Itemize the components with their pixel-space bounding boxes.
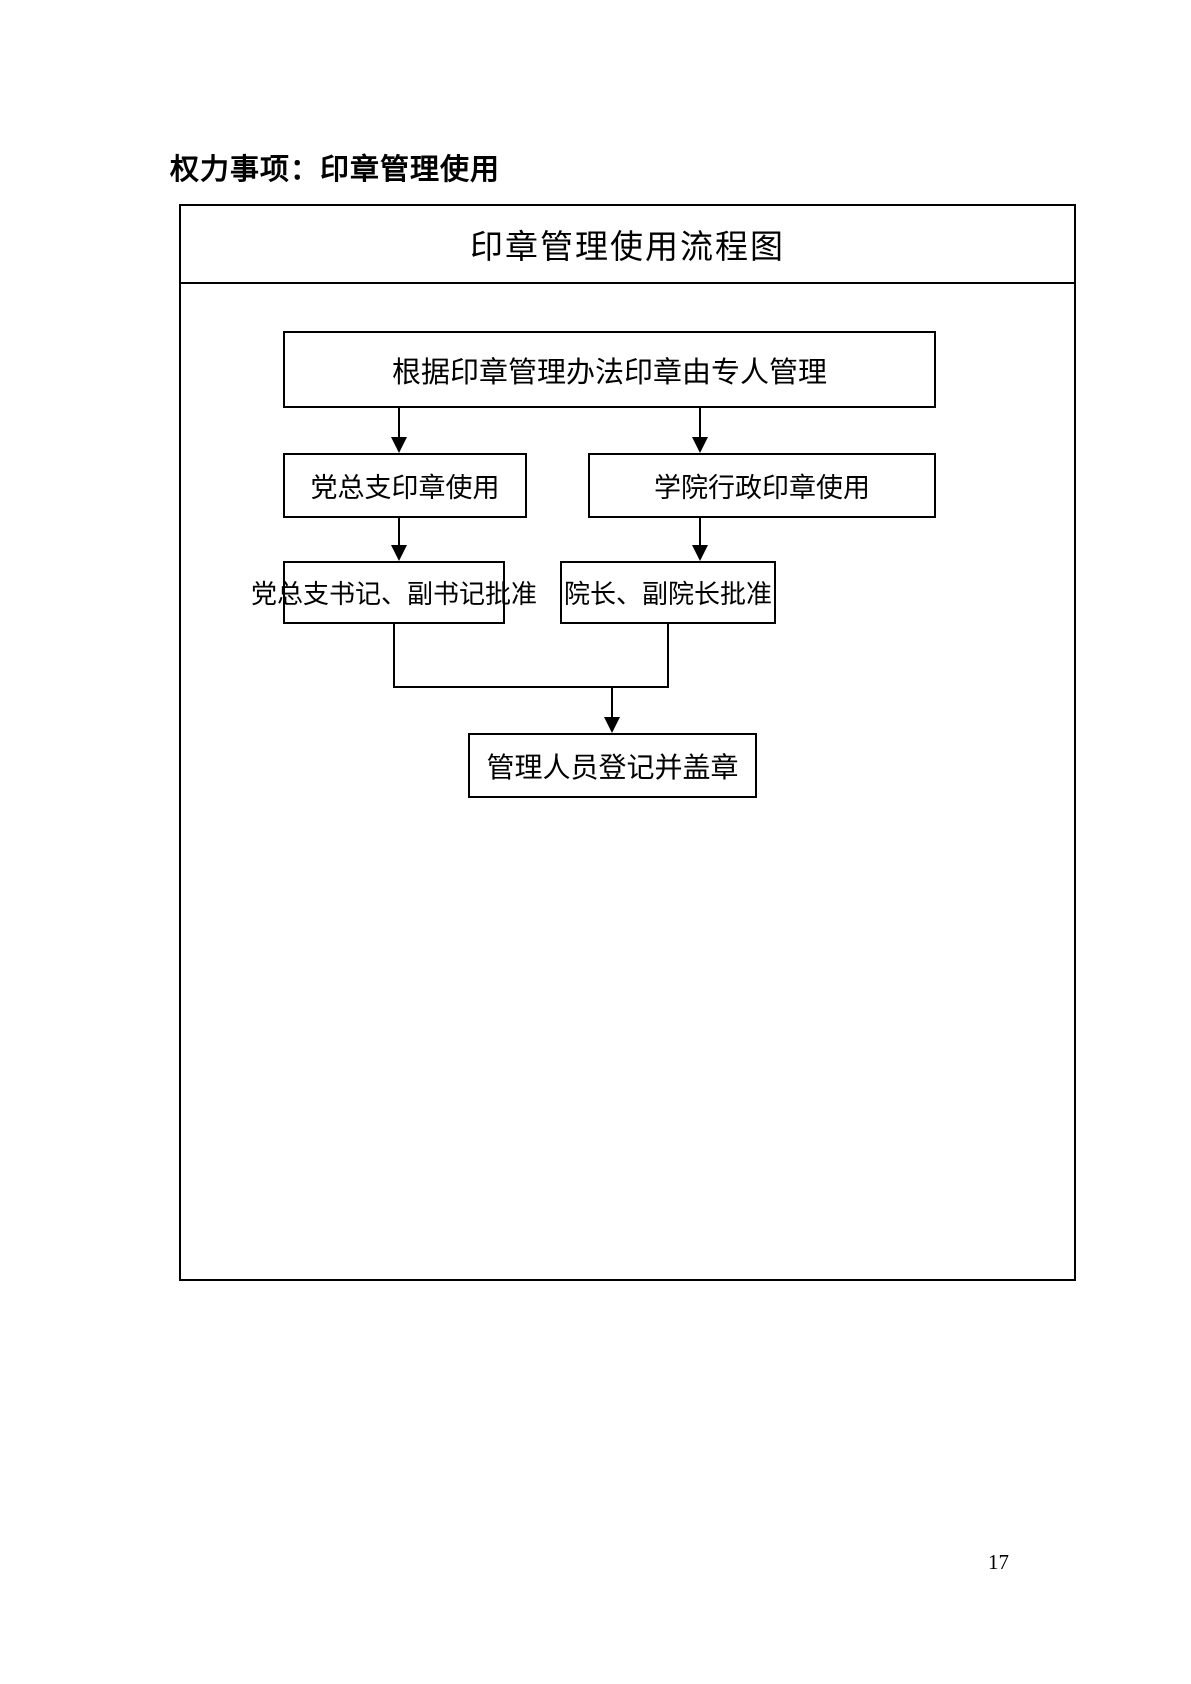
arrow-line (611, 686, 613, 719)
node-party-secretary-approve: 党总支书记、副书记批准 (251, 561, 537, 624)
flowchart-frame: 印章管理使用流程图 根据印章管理办法印章由专人管理 党总支印章使用 学院行政印章… (179, 204, 1076, 1281)
connector-horizontal (393, 686, 669, 688)
node-dean-approve: 院长、副院长批准 (560, 561, 776, 624)
arrow-root-to-party-use (391, 408, 407, 453)
node-root: 根据印章管理办法印章由专人管理 (283, 331, 936, 408)
page-number: 17 (988, 1550, 1009, 1574)
arrow-admin-use-to-approve (692, 518, 708, 561)
arrow-line (699, 518, 701, 547)
node-register-and-stamp: 管理人员登记并盖章 (468, 733, 757, 798)
arrow-join-to-register (604, 686, 620, 733)
arrow-line (699, 408, 701, 439)
arrow-party-use-to-approve (391, 518, 407, 561)
arrow-line (398, 518, 400, 547)
arrow-head-icon (692, 437, 708, 453)
connector-left-vertical (393, 624, 395, 688)
node-party-seal-use: 党总支印章使用 (283, 453, 527, 518)
connector-right-vertical (667, 624, 669, 688)
page-heading: 权力事项：印章管理使用 (170, 152, 501, 186)
arrow-head-icon (604, 717, 620, 733)
flowchart-title: 印章管理使用流程图 (181, 206, 1074, 284)
arrow-root-to-admin-use (692, 408, 708, 453)
arrow-line (398, 408, 400, 439)
arrow-head-icon (391, 545, 407, 561)
arrow-head-icon (692, 545, 708, 561)
node-admin-seal-use: 学院行政印章使用 (588, 453, 936, 518)
arrow-head-icon (391, 437, 407, 453)
